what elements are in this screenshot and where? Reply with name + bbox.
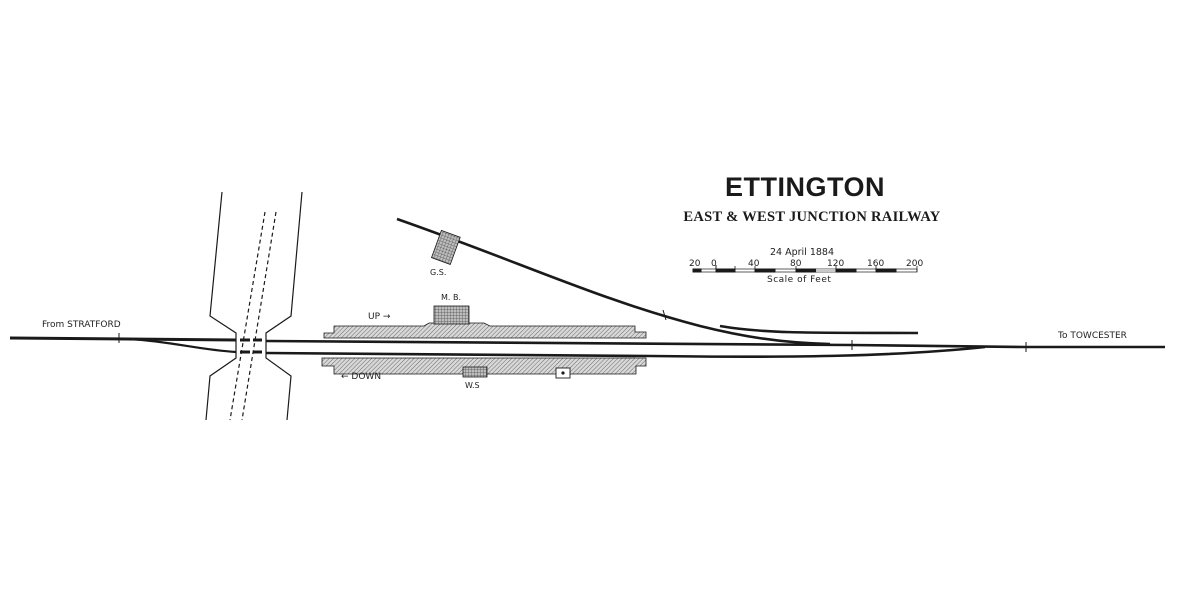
from-stratford-label: From STRATFORD bbox=[42, 320, 121, 330]
scale-tick-label: 40 bbox=[748, 259, 760, 269]
scale-tick-label: 0 bbox=[711, 259, 717, 269]
goods-shed-label: G.S. bbox=[430, 268, 447, 277]
goods-siding bbox=[396, 217, 919, 346]
scale-caption: Scale of Feet bbox=[767, 275, 832, 285]
scale-tick-label: 200 bbox=[906, 259, 924, 269]
plan-date: 24 April 1884 bbox=[770, 247, 835, 258]
scale-bar bbox=[692, 265, 918, 273]
scale-tick-label: 20 bbox=[689, 259, 701, 269]
scale-tick-label: 120 bbox=[827, 259, 845, 269]
up-platform bbox=[323, 322, 647, 339]
down-direction-label: ← DOWN bbox=[341, 372, 382, 382]
bridge-rails bbox=[240, 338, 262, 354]
to-towcester-label: To TOWCESTER bbox=[1058, 331, 1127, 341]
scale-tick-label: 160 bbox=[867, 259, 885, 269]
goods-shed bbox=[430, 229, 461, 266]
up-direction-label: UP → bbox=[368, 312, 391, 322]
waiting-shelter bbox=[462, 366, 488, 378]
up-main-line bbox=[9, 333, 1165, 352]
station-title: ETTINGTON bbox=[724, 172, 885, 202]
lamp-hut bbox=[555, 367, 571, 379]
down-main-line bbox=[129, 337, 986, 359]
main-building bbox=[433, 305, 470, 325]
road-bridge bbox=[205, 191, 303, 421]
main-building-label: M. B. bbox=[441, 293, 462, 302]
scale-tick-label: 80 bbox=[790, 259, 802, 269]
waiting-shelter-label: W.S bbox=[465, 381, 480, 390]
railway-company: EAST & WEST JUNCTION RAILWAY bbox=[683, 209, 941, 225]
